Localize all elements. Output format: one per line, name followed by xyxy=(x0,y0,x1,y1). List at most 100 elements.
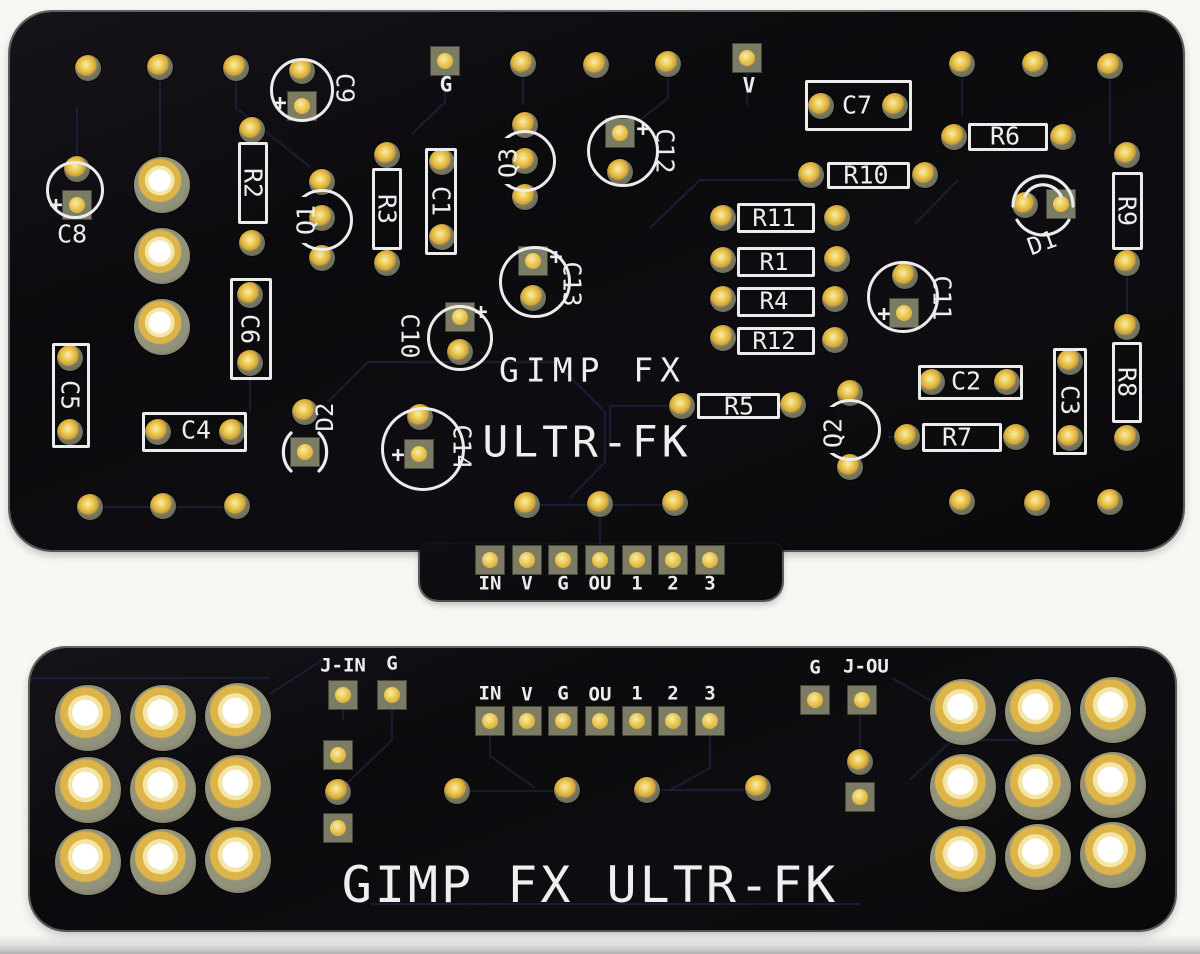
round-pad xyxy=(798,162,824,188)
trace-line xyxy=(337,705,394,793)
silk-outline-R4 xyxy=(737,287,815,317)
trace-line xyxy=(649,178,810,229)
diode-arc xyxy=(1015,218,1071,237)
silk-label-C4: C4 xyxy=(180,415,212,445)
round-pad xyxy=(1114,250,1140,276)
round-pad xyxy=(554,777,580,803)
round-pad xyxy=(150,493,176,519)
bottom-board-title: GIMP FX ULTR-FK xyxy=(341,856,839,914)
silk-label-Q2: Q2 xyxy=(818,417,848,449)
through-hole-pad xyxy=(1005,679,1071,745)
silk-outline-C2 xyxy=(918,365,1023,400)
trace-line xyxy=(608,404,682,442)
round-pad xyxy=(994,369,1020,395)
silk-label-V: V xyxy=(521,572,533,595)
round-pad xyxy=(669,393,695,419)
silk-outline-C6 xyxy=(230,278,272,380)
trace-line xyxy=(411,72,447,135)
capacitor-outline-C8 xyxy=(46,161,104,219)
square-pad xyxy=(847,685,877,715)
diode-symbol-D2 xyxy=(281,431,329,473)
round-pad xyxy=(587,491,613,517)
round-pad xyxy=(429,149,455,175)
silk-outline-R9 xyxy=(1112,172,1143,250)
silk-label-2: 2 xyxy=(667,682,679,705)
round-pad xyxy=(710,325,736,351)
silk-label-JOU: J-OU xyxy=(843,655,889,678)
round-pad xyxy=(1022,51,1048,77)
diode-arc xyxy=(1011,174,1075,208)
top-board-title-line1: GIMP FX xyxy=(498,350,688,390)
round-pad xyxy=(514,492,540,518)
round-pad xyxy=(780,392,806,418)
diode-arc xyxy=(281,431,293,473)
silk-label-C14: C14 xyxy=(447,424,477,470)
through-hole-pad xyxy=(130,685,196,751)
silk-label-C11: C11 xyxy=(927,275,957,321)
through-hole-pad xyxy=(55,829,121,895)
through-hole-pad xyxy=(1005,824,1071,890)
square-pad xyxy=(585,706,615,736)
silk-outline-R5 xyxy=(697,393,780,419)
round-pad xyxy=(808,93,834,119)
round-pad xyxy=(510,51,536,77)
through-hole-pad xyxy=(930,826,996,892)
silk-label-C10: C10 xyxy=(395,313,425,359)
silk-outline-C7 xyxy=(805,80,912,131)
capacitor-outline-C9 xyxy=(270,58,334,122)
silk-label-: + xyxy=(636,117,650,142)
round-pad xyxy=(223,55,249,81)
round-pad xyxy=(145,419,171,445)
round-pad xyxy=(374,250,400,276)
round-pad xyxy=(1057,349,1083,375)
round-pad xyxy=(634,777,660,803)
silk-label-G: G xyxy=(557,682,569,705)
round-pad xyxy=(949,489,975,515)
trace-line xyxy=(234,68,311,168)
silk-outline-C4 xyxy=(142,412,247,452)
round-pad xyxy=(847,749,873,775)
round-pad xyxy=(1050,124,1076,150)
silk-label-C8: C8 xyxy=(56,219,88,249)
trace-line xyxy=(269,659,323,695)
silk-outline-R3 xyxy=(372,168,402,250)
diode-symbol-D1 xyxy=(1011,174,1075,237)
round-pad xyxy=(77,494,103,520)
silk-label-G: G xyxy=(439,72,453,97)
square-pad xyxy=(328,680,358,710)
square-pad xyxy=(695,706,725,736)
capacitor-outline-C11 xyxy=(867,261,939,333)
square-pad xyxy=(548,706,578,736)
round-pad xyxy=(292,399,318,425)
through-hole-pad xyxy=(930,679,996,745)
round-pad xyxy=(57,419,83,445)
silk-label-R12: R12 xyxy=(752,327,796,355)
square-pad xyxy=(323,740,353,770)
round-pad xyxy=(710,247,736,273)
square-pad xyxy=(290,437,320,467)
through-hole-pad xyxy=(930,754,996,820)
round-pad xyxy=(57,345,83,371)
silk-label-3: 3 xyxy=(704,682,716,705)
round-pad xyxy=(1097,489,1123,515)
silk-label-R8: R8 xyxy=(1112,366,1142,398)
through-hole-pad xyxy=(134,299,190,355)
silk-label-C12: C12 xyxy=(650,128,680,174)
transistor-flat-side-Q3 xyxy=(490,138,509,184)
transistor-flat-side-Q1 xyxy=(287,197,306,243)
silk-label-C7: C7 xyxy=(841,90,873,120)
trace-line xyxy=(629,74,670,129)
through-hole-pad xyxy=(134,157,190,213)
silk-label-: + xyxy=(549,245,563,270)
round-pad xyxy=(1024,490,1050,516)
trace-line xyxy=(327,360,607,499)
silk-label-V: V xyxy=(742,73,756,98)
capacitor-outline-C13 xyxy=(499,246,571,318)
silk-label-: + xyxy=(273,91,287,116)
silk-outline-R10 xyxy=(827,162,910,189)
silk-outline-R7 xyxy=(922,423,1002,452)
silk-label-JIN: J-IN xyxy=(320,654,366,677)
round-pad xyxy=(912,162,938,188)
round-pad xyxy=(237,282,263,308)
